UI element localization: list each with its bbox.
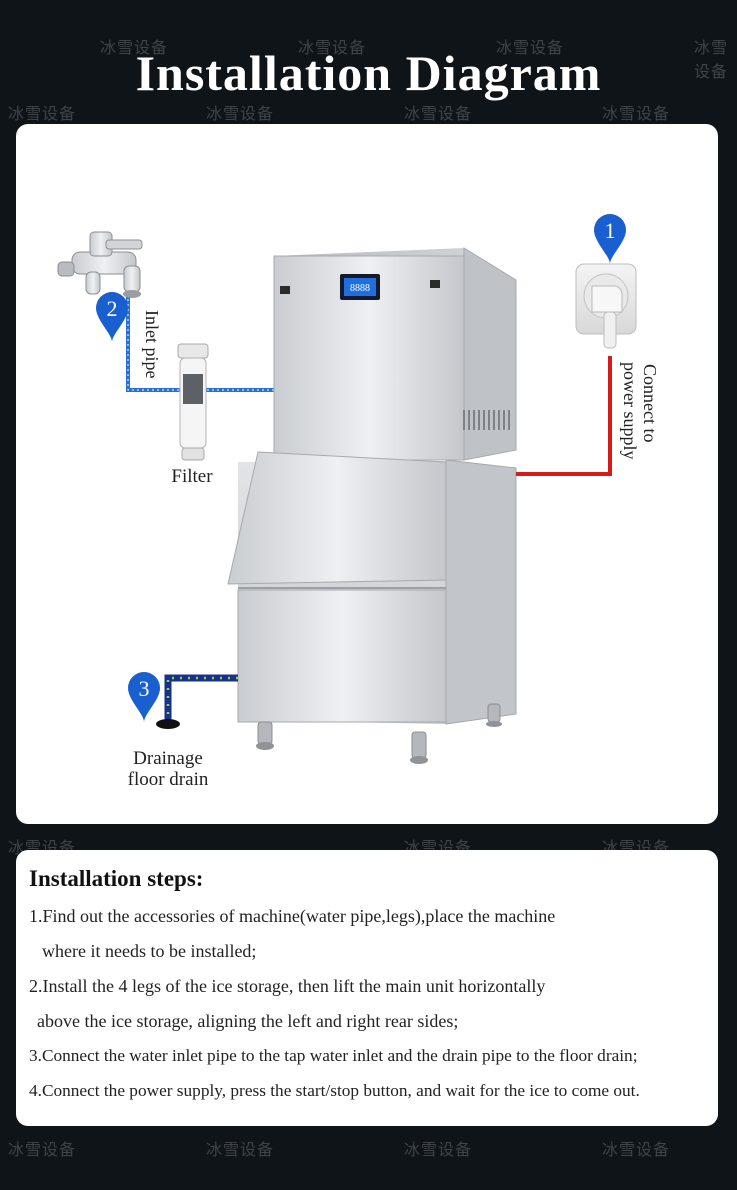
water-inlet-pipe xyxy=(126,294,274,392)
ice-storage-bin xyxy=(227,451,517,764)
marker-1-label: 1 xyxy=(605,218,616,243)
drain-label-line2: floor drain xyxy=(128,769,209,790)
watermark: 冰雪设备 xyxy=(404,104,473,123)
watermark: 冰雪设备 xyxy=(298,38,367,57)
watermark: 冰雪设备 xyxy=(8,104,77,123)
watermark: 冰雪设备 xyxy=(100,38,169,57)
power-socket-icon xyxy=(575,263,637,349)
watermark: 冰雪设备 xyxy=(206,104,275,123)
step-line: 2.Install the 4 legs of the ice storage,… xyxy=(29,976,546,996)
steps-title: Installation steps: xyxy=(29,866,204,891)
watermark: 冰雪设备 xyxy=(8,1140,77,1159)
marker-1-icon: 1 xyxy=(594,214,626,264)
marker-2-icon: 2 xyxy=(96,292,128,342)
diagram-panel: 冰雪设备 冰雪设备 冰雪设备 冰雪设备 冰雪设备 冰雪设备 xyxy=(16,124,718,824)
vent-grille xyxy=(463,410,510,430)
power-label-line2: power supply xyxy=(620,362,640,460)
inlet-pipe-label: Inlet pipe xyxy=(142,310,162,378)
faucet-icon xyxy=(57,231,143,298)
watermark: 冰雪设备 xyxy=(602,1140,671,1159)
marker-3-icon: 3 xyxy=(128,672,160,722)
step-line: 3.Connect the water inlet pipe to the ta… xyxy=(29,1046,638,1065)
filter-label: Filter xyxy=(171,466,213,487)
power-label-line1: Connect to xyxy=(640,364,660,443)
power-cable xyxy=(516,356,612,476)
step-line: 4.Connect the power supply, press the st… xyxy=(29,1081,640,1100)
drain-pipe xyxy=(156,674,238,729)
watermark: 冰雪设备 xyxy=(404,1140,473,1159)
display-readout: 8888 xyxy=(350,283,370,294)
installation-diagram: 冰雪设备 冰雪设备 冰雪设备 冰雪设备 冰雪设备 冰雪设备 xyxy=(57,214,660,790)
ice-machine-upper-unit: 8888 xyxy=(273,247,517,461)
step-line: above the ice storage, aligning the left… xyxy=(37,1011,459,1031)
drain-label-line1: Drainage xyxy=(133,748,203,769)
page-title: Installation Diagram xyxy=(135,45,602,101)
step-line: where it needs to be installed; xyxy=(42,941,257,961)
watermark: 冰雪设备 xyxy=(602,104,671,123)
watermark: 冰雪设备 xyxy=(206,1140,275,1159)
watermark: 冰雪设备 xyxy=(694,38,729,81)
marker-2-label: 2 xyxy=(107,296,118,321)
step-line: 1.Find out the accessories of machine(wa… xyxy=(29,906,556,926)
watermark: 冰雪设备 xyxy=(496,38,565,57)
marker-3-label: 3 xyxy=(139,676,150,701)
filter-icon xyxy=(177,343,209,461)
installation-steps-panel: Installation steps: 1.Find out the acces… xyxy=(16,850,718,1126)
